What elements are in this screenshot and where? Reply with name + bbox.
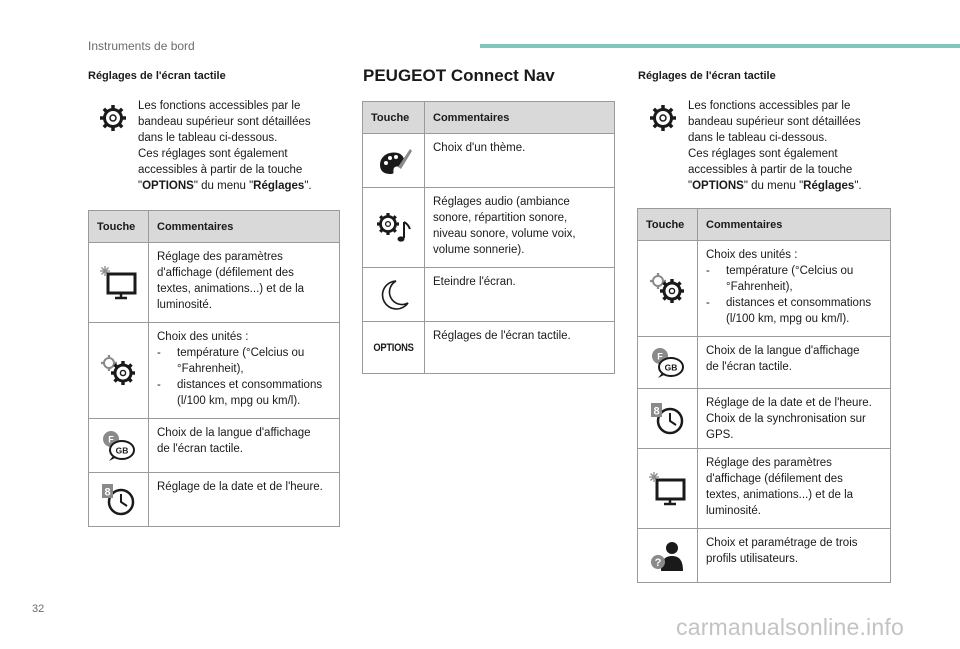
table-header-row: Touche Commentaires bbox=[362, 101, 615, 134]
table-row: OPTIONS Réglages de l'écran tactile. bbox=[362, 321, 615, 374]
table-header-row: Touche Commentaires bbox=[637, 208, 891, 241]
svg-text:8: 8 bbox=[104, 486, 110, 498]
column-header-touche: Touche bbox=[362, 101, 425, 134]
units-gear-icon bbox=[637, 240, 698, 337]
row-comment: Réglage de la date et de l'heure.Choix d… bbox=[697, 388, 891, 449]
left-section-title: Réglages de l'écran tactile bbox=[88, 70, 226, 82]
left-intro: Les fonctions accessibles par le bandeau… bbox=[88, 98, 343, 194]
row-comment: Réglages de l'écran tactile. bbox=[424, 321, 615, 374]
language-bubble-icon: F GB bbox=[637, 336, 698, 389]
right-intro-text: Les fonctions accessibles par le bandeau… bbox=[688, 100, 862, 192]
middle-settings-table: Touche Commentaires Choix d'un thème. bbox=[362, 101, 615, 374]
display-settings-icon bbox=[88, 242, 149, 323]
clock-icon: 8 bbox=[637, 388, 698, 449]
row-comment: Eteindre l'écran. bbox=[424, 267, 615, 322]
page-number: 32 bbox=[32, 603, 45, 615]
row-comment: Choix des unités : -température (°Celciu… bbox=[148, 322, 340, 419]
svg-text:?: ? bbox=[654, 557, 661, 569]
gear-icon bbox=[638, 98, 688, 132]
svg-text:GB: GB bbox=[115, 445, 128, 455]
column-header-touche: Touche bbox=[637, 208, 698, 241]
table-header-row: Touche Commentaires bbox=[88, 210, 340, 243]
right-settings-table: Touche Commentaires Choix des unités : -… bbox=[637, 208, 891, 583]
middle-section-title: PEUGEOT Connect Nav bbox=[363, 66, 555, 85]
left-intro-text: Les fonctions accessibles par le bandeau… bbox=[138, 100, 312, 192]
row-comment: Choix d'un thème. bbox=[424, 133, 615, 188]
units-gear-icon bbox=[88, 322, 149, 419]
table-row: Choix des unités : -température (°Celciu… bbox=[88, 322, 340, 419]
table-row: 8 Réglage de la date et de l'heure. bbox=[88, 472, 340, 527]
user-profile-icon: ? bbox=[637, 528, 698, 583]
moon-icon bbox=[362, 267, 425, 322]
svg-text:F: F bbox=[108, 434, 114, 444]
right-intro: Les fonctions accessibles par le bandeau… bbox=[638, 98, 893, 194]
watermark-text: carmanualsonline.info bbox=[676, 614, 904, 640]
gear-icon bbox=[88, 98, 138, 132]
language-bubble-icon: F GB bbox=[88, 418, 149, 473]
clock-icon: 8 bbox=[88, 472, 149, 527]
options-label: OPTIONS bbox=[362, 321, 425, 374]
table-row: Choix d'un thème. bbox=[362, 133, 615, 188]
column-header-commentaires: Commentaires bbox=[424, 101, 615, 134]
table-row: 8 Réglage de la date et de l'heure.Choix… bbox=[637, 388, 891, 449]
table-row: Eteindre l'écran. bbox=[362, 267, 615, 322]
svg-text:GB: GB bbox=[664, 362, 677, 372]
display-settings-icon bbox=[637, 448, 698, 529]
svg-text:F: F bbox=[657, 351, 663, 361]
palette-icon bbox=[362, 133, 425, 188]
row-comment: Choix des unités : -température (°Celciu… bbox=[697, 240, 891, 337]
table-row: Choix des unités : -température (°Celciu… bbox=[637, 240, 891, 337]
column-header-commentaires: Commentaires bbox=[697, 208, 891, 241]
header-accent-bar bbox=[480, 44, 960, 48]
left-settings-table: Touche Commentaires Réglage des paramètr… bbox=[88, 210, 340, 527]
page-header-title: Instruments de bord bbox=[88, 39, 195, 53]
audio-settings-icon bbox=[362, 187, 425, 268]
row-comment: Réglage de la date et de l'heure. bbox=[148, 472, 340, 527]
column-header-touche: Touche bbox=[88, 210, 149, 243]
right-section-title: Réglages de l'écran tactile bbox=[638, 70, 776, 82]
svg-text:8: 8 bbox=[653, 405, 659, 417]
column-header-commentaires: Commentaires bbox=[148, 210, 340, 243]
